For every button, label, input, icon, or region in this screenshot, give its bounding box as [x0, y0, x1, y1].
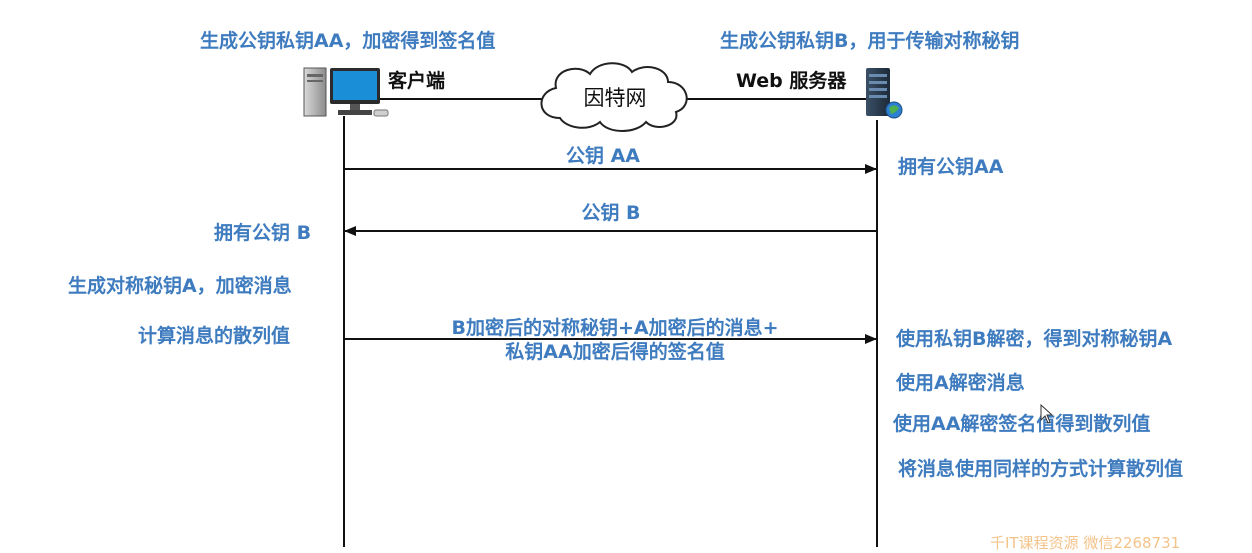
client-label: 客户端	[388, 70, 446, 92]
server-step-3: 使用A解密消息	[896, 372, 1025, 394]
message-label-1: 公钥 AA	[565, 145, 641, 167]
message-label-3-line2: 私钥AA加密后得的签名值	[505, 341, 725, 363]
message-label-3-line1: B加密后的对称秘钥+A加密后的消息+	[451, 317, 779, 339]
cloud-icon	[540, 62, 688, 132]
server-icon	[866, 68, 903, 119]
message-label-2: 公钥 B	[581, 202, 641, 224]
server-step-2: 使用私钥B解密，得到对称秘钥A	[896, 328, 1173, 350]
client-step-1: 拥有公钥 B	[214, 222, 312, 244]
server-step-4: 使用AA解密签名值得到散列值	[893, 413, 1151, 435]
computer-icon	[303, 67, 389, 117]
client-step-3: 计算消息的散列值	[138, 325, 291, 347]
server-step-1: 拥有公钥AA	[898, 156, 1004, 178]
client-step-2: 生成对称秘钥A，加密消息	[68, 275, 292, 297]
network-label: 因特网	[583, 86, 647, 110]
server-caption: 生成公钥私钥B，用于传输对称秘钥	[720, 30, 1020, 52]
server-step-5: 将消息使用同样的方式计算散列值	[898, 458, 1184, 480]
mouse-cursor-icon	[1040, 404, 1054, 424]
watermark: 千IT课程资源 微信2268731	[990, 534, 1181, 552]
server-label: Web 服务器	[736, 70, 847, 92]
client-caption: 生成公钥私钥AA，加密得到签名值	[200, 30, 496, 52]
